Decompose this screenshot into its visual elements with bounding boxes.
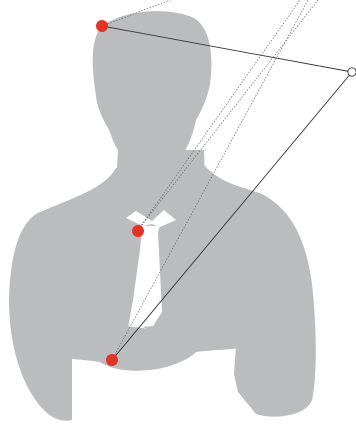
- hand-marker[interactable]: [106, 354, 118, 366]
- head-marker[interactable]: [96, 20, 108, 32]
- pivot-point[interactable]: [348, 68, 356, 76]
- collar-marker[interactable]: [132, 225, 144, 237]
